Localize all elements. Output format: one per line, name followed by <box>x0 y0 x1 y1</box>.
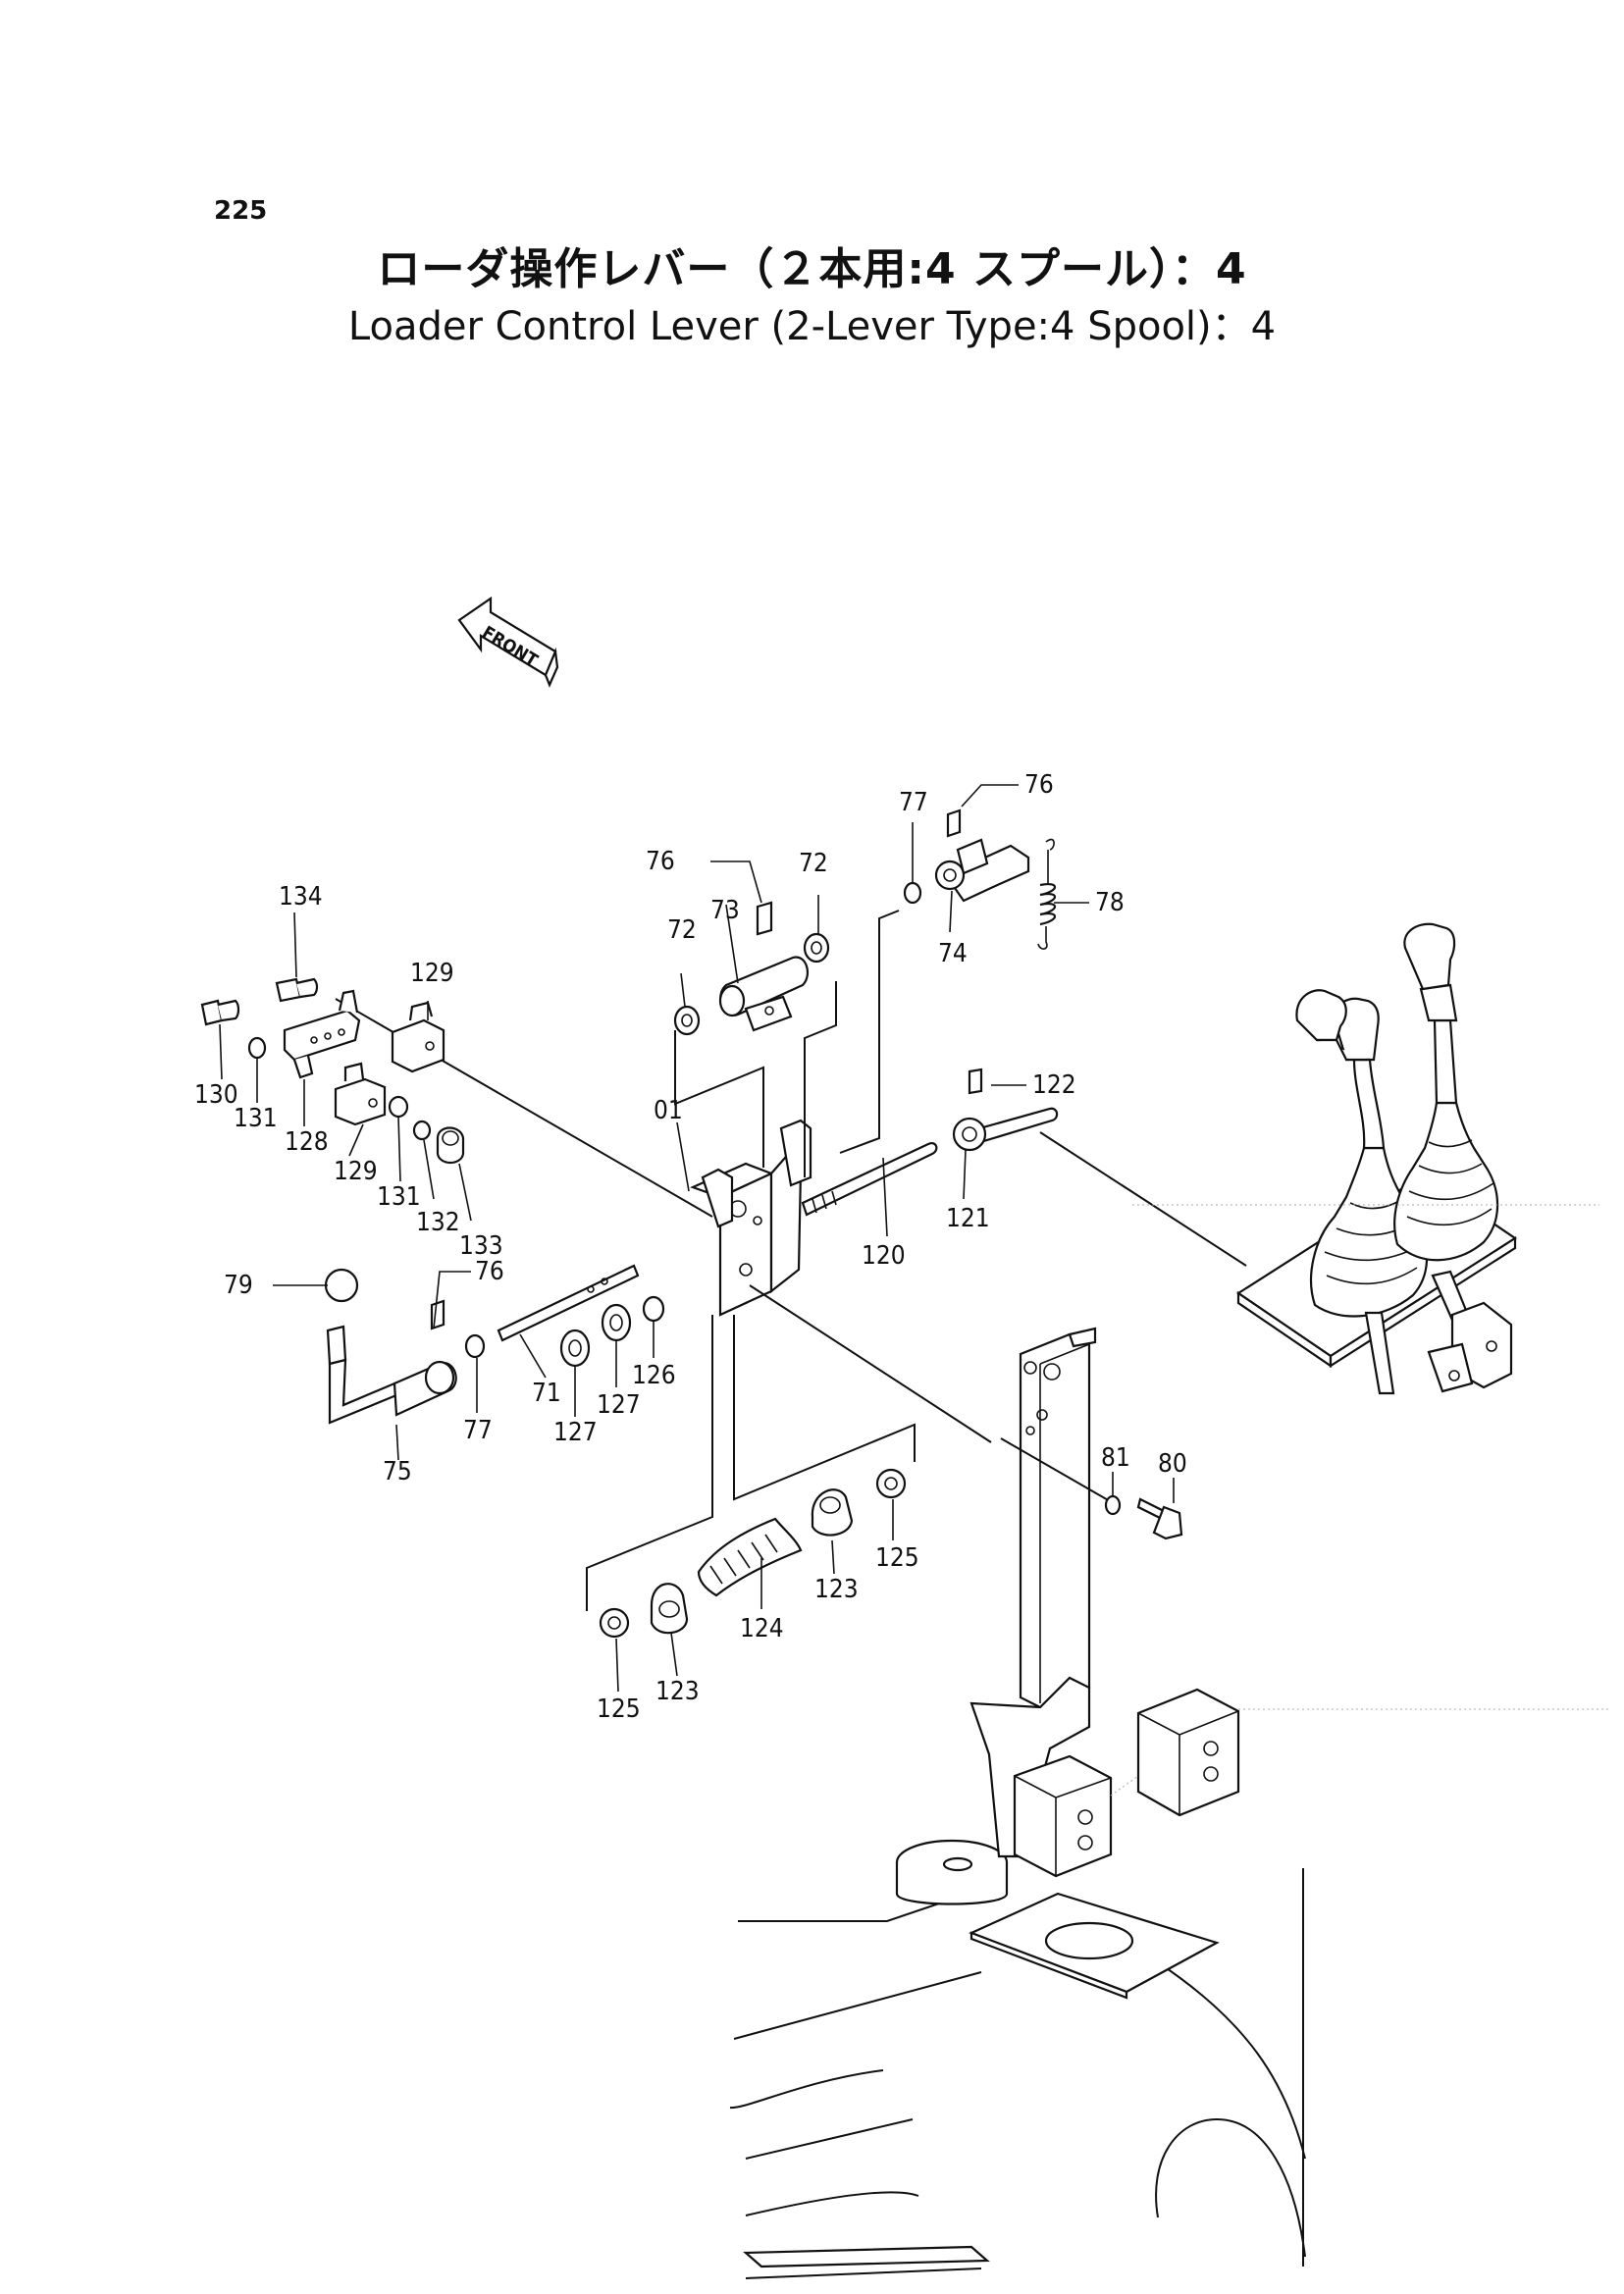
part-74-bracket <box>903 808 1057 950</box>
callout-77-top: 77 <box>899 788 928 817</box>
main-bracket <box>690 1119 812 1317</box>
left-link-parts <box>200 977 465 1165</box>
callout-77-left: 77 <box>463 1416 493 1445</box>
callout-125-left: 125 <box>597 1694 641 1724</box>
callout-124: 124 <box>740 1614 784 1643</box>
part-75-lever <box>324 1268 457 1425</box>
page-title-japanese: ローダ操作レバー（２本用:4 スプール）：4 <box>377 244 1247 294</box>
callout-131-right: 131 <box>377 1182 421 1212</box>
callout-80: 80 <box>1158 1449 1187 1479</box>
callout-76-left: 76 <box>475 1257 504 1286</box>
callout-129-upper: 129 <box>410 959 454 988</box>
callout-labels: 134 129 130 131 128 129 131 132 133 01 7… <box>194 770 1187 1724</box>
callout-73: 73 <box>710 896 740 925</box>
lever-assembly <box>1236 922 1517 1395</box>
callout-72-left: 72 <box>667 915 697 945</box>
frame-structure <box>729 1327 1306 2279</box>
front-arrow-icon: FRONT <box>457 596 559 688</box>
callout-127-a: 127 <box>553 1418 598 1447</box>
part-80-bolt <box>1104 1494 1183 1540</box>
callout-78: 78 <box>1095 888 1125 917</box>
callout-121: 121 <box>946 1204 990 1233</box>
callout-133: 133 <box>459 1231 503 1261</box>
callout-76-top-right: 76 <box>1024 770 1054 800</box>
part-73-block <box>673 901 830 1036</box>
callout-130: 130 <box>194 1080 238 1110</box>
spring-assembly <box>599 1468 907 1639</box>
callout-81: 81 <box>1101 1443 1130 1473</box>
callout-134: 134 <box>279 882 323 912</box>
callout-123-left: 123 <box>655 1677 700 1706</box>
part-120-121 <box>801 1068 1059 1217</box>
callout-71: 71 <box>532 1379 561 1408</box>
callout-01: 01 <box>654 1096 683 1125</box>
callout-74: 74 <box>938 939 968 968</box>
page-title-english: Loader Control Lever (2-Lever Type:4 Spo… <box>347 304 1277 349</box>
callout-129-lower: 129 <box>334 1157 378 1186</box>
callout-75: 75 <box>383 1457 412 1486</box>
callout-120: 120 <box>862 1241 906 1271</box>
page-number: 225 <box>214 196 268 226</box>
shaft-71 <box>430 1264 665 1368</box>
callout-131-left: 131 <box>234 1104 278 1133</box>
callout-79: 79 <box>224 1271 253 1300</box>
callout-123-right: 123 <box>814 1575 859 1604</box>
callout-76-upper-left: 76 <box>646 847 675 876</box>
callout-126: 126 <box>632 1361 676 1390</box>
callout-122: 122 <box>1032 1070 1076 1100</box>
callout-125-right: 125 <box>875 1543 919 1573</box>
callout-127-b: 127 <box>597 1390 641 1420</box>
callout-72-right: 72 <box>799 849 828 878</box>
callout-132: 132 <box>416 1208 460 1237</box>
callout-128: 128 <box>285 1127 329 1157</box>
callout-leaders <box>219 784 1175 1693</box>
